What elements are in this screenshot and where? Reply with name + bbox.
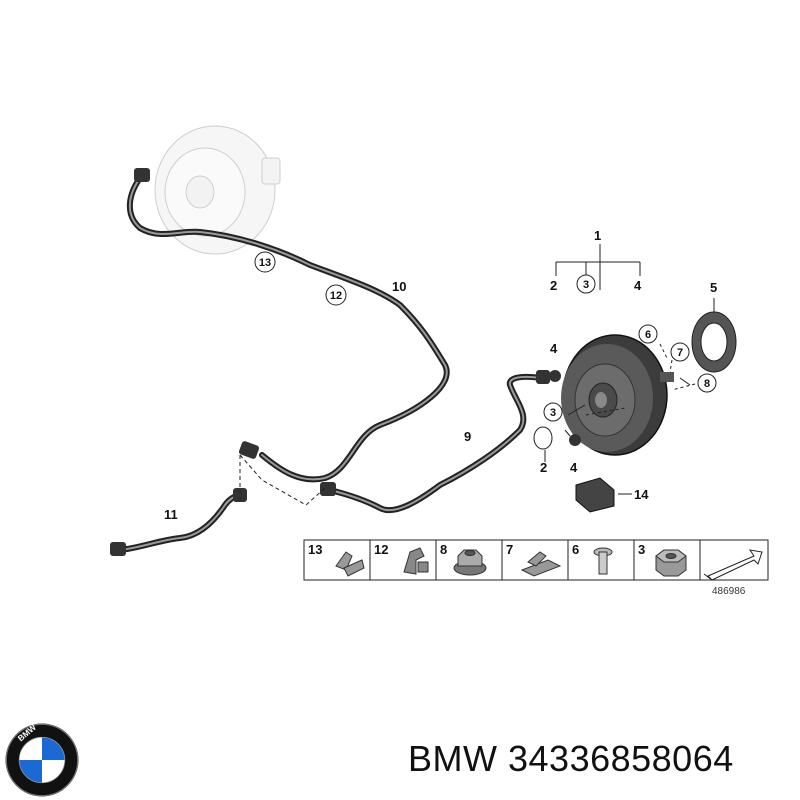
hose-connector	[233, 488, 247, 502]
hose-connector	[134, 168, 150, 182]
hose-connector	[320, 482, 336, 496]
part-number: 34336858064	[508, 738, 734, 779]
callout-8-circled: 8	[697, 373, 717, 393]
callout-3-circled: 3	[576, 274, 596, 294]
brake-booster	[561, 334, 674, 456]
callout-2: 2	[540, 460, 547, 475]
legend-number: 12	[374, 542, 388, 557]
nut-icon	[569, 434, 581, 446]
callout-7-circled: 7	[670, 342, 690, 362]
callout-13-circled: 13	[254, 251, 276, 273]
nut-icon	[549, 370, 561, 382]
brand-name: BMW	[408, 738, 498, 779]
vacuum-hose-11	[117, 491, 243, 553]
callout-2: 2	[550, 278, 557, 293]
hex-nut-icon	[655, 549, 687, 577]
callout-4: 4	[550, 341, 558, 356]
sensor-part	[575, 477, 615, 513]
legend-number: 13	[308, 542, 322, 557]
callout-9: 9	[464, 429, 471, 444]
washer	[533, 426, 553, 450]
dashed-linkage	[239, 454, 326, 506]
svg-text:6: 6	[645, 329, 651, 341]
legend-number: 8	[440, 542, 447, 557]
callout-1: 1	[594, 228, 601, 243]
arrow-icon	[703, 549, 763, 581]
legend-number: 6	[572, 542, 579, 557]
ghost-brake-booster	[154, 125, 281, 255]
legend-number: 7	[506, 542, 513, 557]
clamp-icon	[403, 547, 429, 575]
brand-caption: BMW 34336858064	[408, 738, 734, 780]
reference-number: 486986	[712, 586, 746, 597]
svg-text:8: 8	[704, 378, 710, 390]
clip-icon	[335, 551, 365, 577]
legend-number: 3	[638, 542, 645, 557]
svg-text:3: 3	[550, 407, 556, 419]
spring-clip-icon	[520, 551, 562, 577]
parts-legend: 13 12 8 7 6 3	[303, 539, 769, 581]
svg-text:7: 7	[677, 347, 683, 359]
callout-14: 14	[634, 487, 649, 502]
hose-connector	[238, 441, 260, 459]
pin-icon	[593, 547, 613, 575]
gasket-ring	[691, 311, 737, 373]
leader-lines	[544, 244, 715, 495]
callout-5: 5	[710, 280, 717, 295]
svg-text:3: 3	[583, 279, 589, 291]
svg-text:12: 12	[330, 290, 342, 302]
flange-nut-icon	[453, 549, 487, 576]
dashed-leaders	[585, 343, 696, 416]
callout-11: 11	[164, 507, 178, 522]
callout-6-circled: 6	[638, 324, 658, 344]
callout-12-circled: 12	[325, 284, 347, 306]
bmw-logo-icon: BMW	[5, 722, 79, 797]
callout-3-circled: 3	[543, 402, 563, 422]
callout-4: 4	[570, 460, 578, 475]
hose-connector	[110, 542, 126, 556]
svg-text:13: 13	[259, 257, 271, 269]
hose-connector	[536, 370, 550, 384]
callout-10: 10	[392, 279, 406, 294]
callout-4: 4	[634, 278, 642, 293]
